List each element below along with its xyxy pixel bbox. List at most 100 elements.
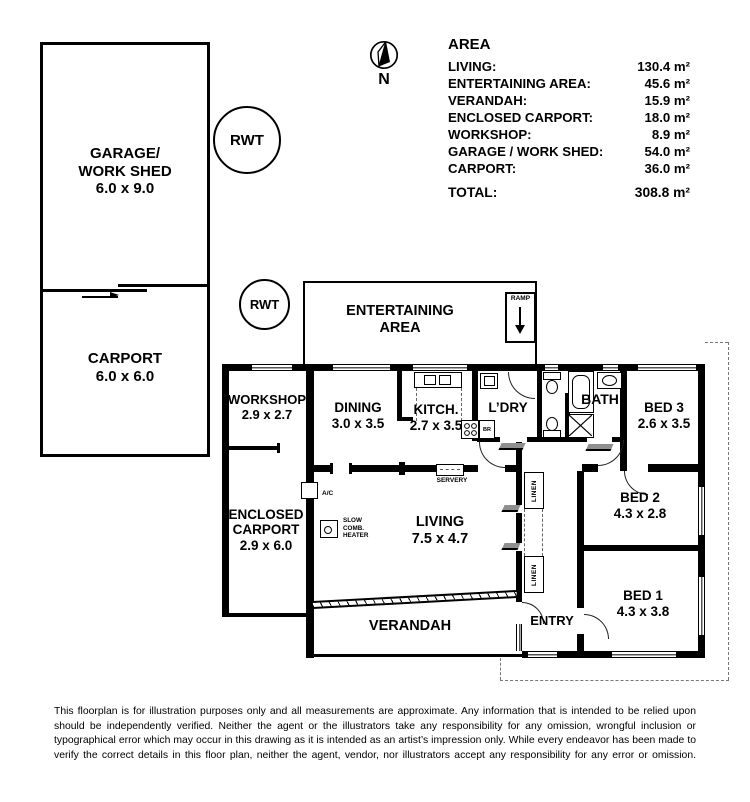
bath-name: BATH	[581, 391, 619, 407]
kitchen-dims: 2.7 x 3.5	[409, 417, 463, 433]
enclosed-carport-dims: 2.9 x 6.0	[239, 537, 293, 553]
bed-wall	[648, 464, 705, 472]
bed1-label: BED 1 4.3 x 3.8	[605, 588, 681, 620]
bed3-dims: 2.6 x 3.5	[637, 415, 691, 431]
legend-row: LIVING:130.4 m²	[448, 58, 690, 75]
rwt1-label: RWT	[230, 131, 264, 149]
workshop-dims: 2.9 x 2.7	[241, 407, 293, 423]
shower	[568, 414, 594, 438]
rainwater-tank-1: RWT	[213, 106, 281, 174]
enclosed-carport-label: ENCLOSED CARPORT 2.9 x 6.0	[226, 507, 306, 553]
legend-total-label: TOTAL:	[448, 185, 498, 200]
air-conditioner	[301, 482, 318, 499]
sliding-door-marker	[501, 543, 521, 550]
sliding-door-marker	[498, 443, 526, 450]
heater-label-line3: HEATER	[343, 532, 369, 539]
bed1-east-window	[698, 577, 705, 635]
entry-label: ENTRY	[527, 613, 577, 628]
kitchen-counter-dashed	[461, 388, 462, 421]
corridor-wall	[527, 437, 587, 442]
toilet-cistern	[543, 430, 561, 438]
garage-outline	[40, 42, 210, 291]
compass-icon	[368, 40, 400, 72]
wall-cap	[349, 463, 352, 474]
laundry-trough-bowl	[484, 376, 495, 386]
legend-row-label: ENTERTAINING AREA:	[448, 76, 591, 91]
hall-west-wall	[516, 442, 522, 505]
heater-label-line1: SLOW	[343, 517, 362, 524]
linen-label: LINEN	[530, 563, 538, 586]
entry-sidelight-window	[516, 624, 522, 651]
living-north-wall	[505, 465, 516, 472]
wc-bath-wall	[565, 393, 570, 441]
garage-door-line	[118, 284, 210, 287]
linen-cupboard: LINEN	[524, 556, 544, 593]
carport-outline	[40, 290, 210, 457]
living-north-wall	[313, 465, 330, 472]
bed2-window	[698, 487, 705, 535]
hall-east-wall	[577, 634, 584, 651]
legend-row-label: WORKSHOP:	[448, 127, 532, 142]
enclosed-carport-line2: CARPORT	[232, 522, 300, 538]
toilet-bowl	[546, 417, 558, 431]
corridor-wall	[477, 437, 500, 442]
carport-name: CARPORT	[87, 350, 163, 367]
legend-row-value: 130.4 m²	[637, 59, 690, 74]
wall-pillar	[399, 462, 405, 475]
entertaining-outline	[303, 281, 537, 365]
entertaining-label: ENTERTAINING AREA	[320, 303, 480, 337]
laundry-label: L’DRY	[482, 400, 534, 416]
wall-spine	[306, 364, 314, 658]
living-label: LIVING 7.5 x 4.7	[398, 514, 482, 548]
hall-west-wall	[516, 551, 522, 602]
disclaimer-text: This floorplan is for illustration purpo…	[54, 706, 696, 761]
bath-label: BATH	[572, 391, 628, 408]
bed3-name: BED 3	[644, 400, 684, 415]
living-dims: 7.5 x 4.7	[411, 531, 469, 548]
hall-dashed-line	[542, 509, 543, 556]
enclosed-carport-line1: ENCLOSED	[228, 507, 304, 522]
legend-total-row: TOTAL: 308.8 m²	[448, 184, 690, 201]
bathtub-inner	[572, 375, 590, 409]
garage-dims: 6.0 x 9.0	[95, 180, 155, 198]
hall-east-wall	[577, 471, 584, 547]
vanity-basin	[602, 375, 617, 386]
legend-row: WORKSHOP: 8.9 m²	[448, 126, 690, 143]
garage-label: GARAGE/ WORK SHED 6.0 x 9.0	[55, 145, 195, 198]
servery-window	[436, 464, 464, 476]
entry-name: ENTRY	[530, 613, 574, 628]
workshop-name: WORKSHOP	[228, 392, 306, 407]
legend-row-value: 45.6 m²	[644, 76, 690, 91]
boundary-dashed-line	[728, 342, 729, 680]
kitchen-label: KITCH. 2.7 x 3.5	[405, 402, 467, 434]
legend-total-value: 308.8 m²	[634, 185, 690, 200]
workshop-label: WORKSHOP 2.9 x 2.7	[225, 392, 309, 423]
garage-door-arrow	[110, 292, 119, 298]
legend-row: GARAGE / WORK SHED:54.0 m²	[448, 143, 690, 160]
bed1-name: BED 1	[623, 588, 663, 603]
entry-window	[528, 651, 557, 658]
kitchen-sink	[414, 372, 462, 388]
dining-dims: 3.0 x 3.5	[331, 415, 385, 431]
wc-window	[545, 364, 558, 371]
corridor-wall	[612, 437, 620, 442]
legend-row-value: 8.9 m²	[651, 127, 690, 142]
verandah-south-wall	[311, 654, 522, 657]
verandah-name: VERANDAH	[368, 618, 452, 634]
carport-label: CARPORT 6.0 x 6.0	[55, 350, 195, 385]
kitchen-wall-stub	[397, 417, 413, 421]
bath-bed3-wall	[620, 371, 627, 471]
entertaining-line2: AREA	[379, 320, 421, 337]
legend-row-label: GARAGE / WORK SHED:	[448, 144, 604, 159]
dining-window	[333, 364, 390, 371]
bed1-bed2-wall	[584, 545, 698, 551]
bath-window	[603, 364, 618, 371]
rwt2-label: RWT	[249, 297, 280, 312]
laundry-name: L’DRY	[488, 400, 528, 415]
legend-row: ENCLOSED CARPORT:18.0 m²	[448, 109, 690, 126]
legend-row: ENTERTAINING AREA: 45.6 m²	[448, 75, 690, 92]
legend-row-value: 18.0 m²	[644, 110, 690, 125]
combustion-heater	[320, 520, 338, 538]
dining-label: DINING 3.0 x 3.5	[320, 400, 396, 432]
verandah-window-band	[312, 589, 517, 609]
